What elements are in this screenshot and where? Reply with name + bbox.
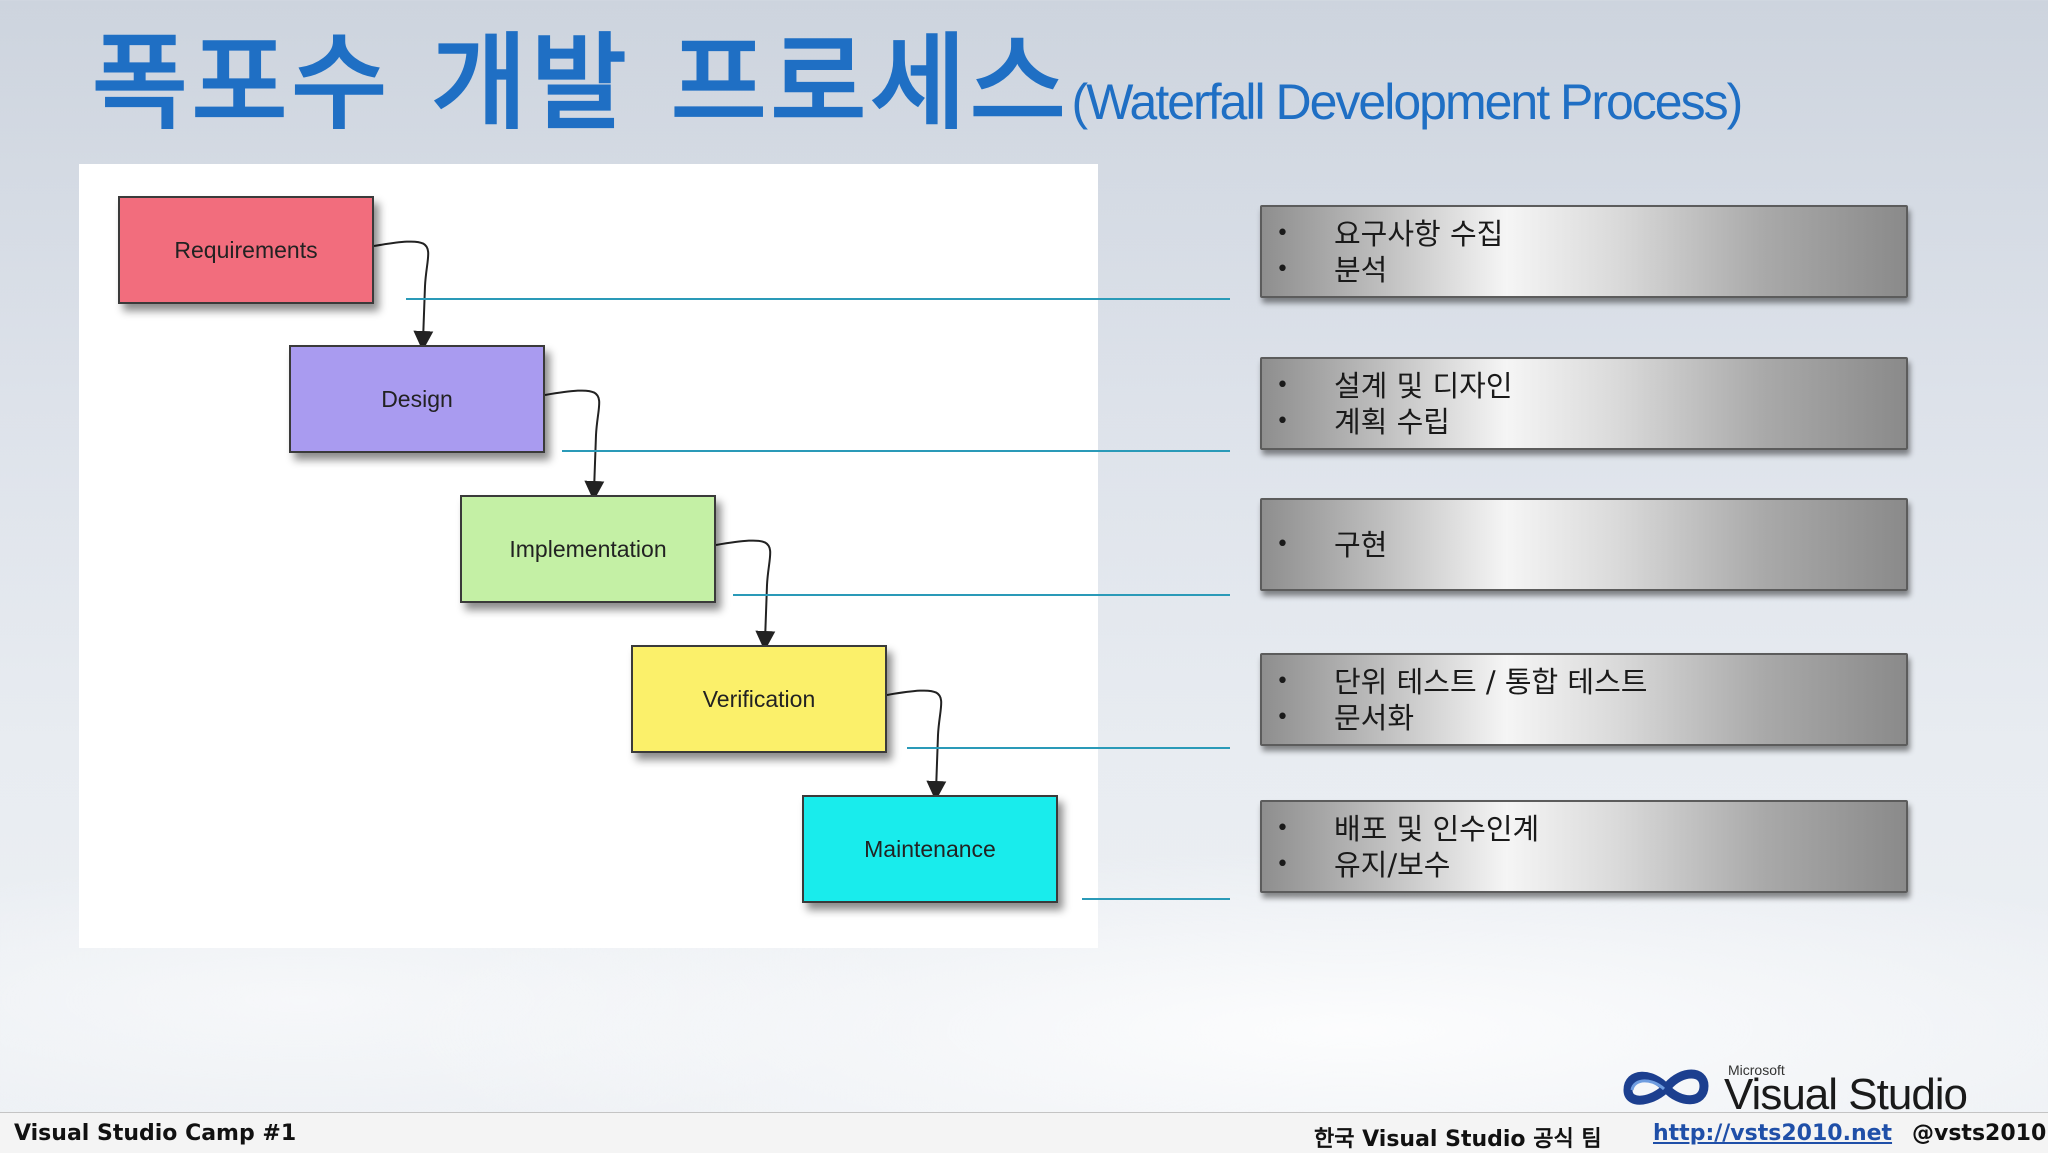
bullet-symbol: •	[1276, 815, 1289, 841]
bullet-text: 설계 및 디자인	[1334, 368, 1513, 403]
bullet-text: 유지/보수	[1334, 847, 1451, 882]
phase-box-implementation: Implementation	[460, 495, 716, 603]
phase-description-box: • 단위 테스트 / 통합 테스트 • 문서화	[1260, 653, 1908, 746]
phase-description-box: • 설계 및 디자인 • 계획 수립	[1260, 357, 1908, 450]
phase-box-design: Design	[289, 345, 545, 453]
slide-title-english: (Waterfall Development Process)	[1071, 74, 1744, 130]
bullet-text: 단위 테스트 / 통합 테스트	[1334, 664, 1648, 699]
footer-event-name: Visual Studio Camp #1	[14, 1121, 297, 1146]
phase-box-verification: Verification	[631, 645, 887, 753]
leader-lines	[406, 298, 1230, 900]
bullet-symbol: •	[1276, 531, 1289, 557]
footer-bar: Visual Studio Camp #1 한국 Visual Studio 공…	[0, 1112, 2048, 1153]
bullet-text: 요구사항 수집	[1334, 216, 1504, 251]
bullet-symbol: •	[1276, 256, 1289, 282]
phase-arrow	[886, 689, 947, 801]
footer-handle: @vsts2010	[1912, 1121, 2047, 1146]
bullet-item: • 분석	[1276, 252, 1906, 288]
phase-description-box: • 요구사항 수집 • 분석	[1260, 205, 1908, 298]
bullet-text: 문서화	[1334, 700, 1415, 735]
bullet-item: • 설계 및 디자인	[1276, 368, 1906, 404]
bullet-symbol: •	[1276, 408, 1289, 434]
bullet-text: 구현	[1334, 527, 1388, 562]
phase-box-requirements: Requirements	[118, 196, 374, 304]
phase-arrow	[373, 240, 434, 351]
slide-title-korean: 폭포수 개발 프로세스	[92, 22, 1070, 144]
bullet-symbol: •	[1276, 372, 1289, 398]
bullet-symbol: •	[1276, 851, 1289, 877]
footer-team-name: 한국 Visual Studio 공식 팀	[1314, 1127, 1602, 1152]
visual-studio-infinity-icon	[1623, 1069, 1709, 1105]
phase-box-maintenance: Maintenance	[802, 795, 1058, 903]
slide-title: 폭포수 개발 프로세스 (Waterfall Development Proce…	[92, 18, 1744, 148]
logo-product: Visual Studio	[1724, 1070, 1968, 1119]
bullet-item: • 단위 테스트 / 통합 테스트	[1276, 664, 1906, 700]
bullet-item: • 계획 수립	[1276, 404, 1906, 440]
stair-arrows	[373, 240, 947, 801]
bullet-item: • 유지/보수	[1276, 847, 1906, 883]
bullet-text: 배포 및 인수인계	[1334, 811, 1540, 846]
bullet-text: 계획 수립	[1334, 404, 1450, 439]
bullet-symbol: •	[1276, 220, 1289, 246]
phase-arrow	[544, 389, 605, 501]
bullet-symbol: •	[1276, 704, 1289, 730]
bullet-item: • 요구사항 수집	[1276, 216, 1906, 252]
footer-url-link[interactable]: http://vsts2010.net	[1653, 1121, 1893, 1146]
bullet-item: • 구현	[1276, 527, 1906, 563]
phase-arrow	[715, 539, 776, 651]
bullet-symbol: •	[1276, 668, 1289, 694]
phase-description-box: • 배포 및 인수인계 • 유지/보수	[1260, 800, 1908, 893]
visual-studio-logo: Microsoft Visual Studio	[1618, 1058, 1968, 1119]
phase-description-box: • 구현	[1260, 498, 1908, 591]
bullet-item: • 문서화	[1276, 700, 1906, 736]
logo-company: Microsoft	[1728, 1062, 1785, 1078]
bullet-text: 분석	[1334, 252, 1388, 287]
bullet-item: • 배포 및 인수인계	[1276, 811, 1906, 847]
